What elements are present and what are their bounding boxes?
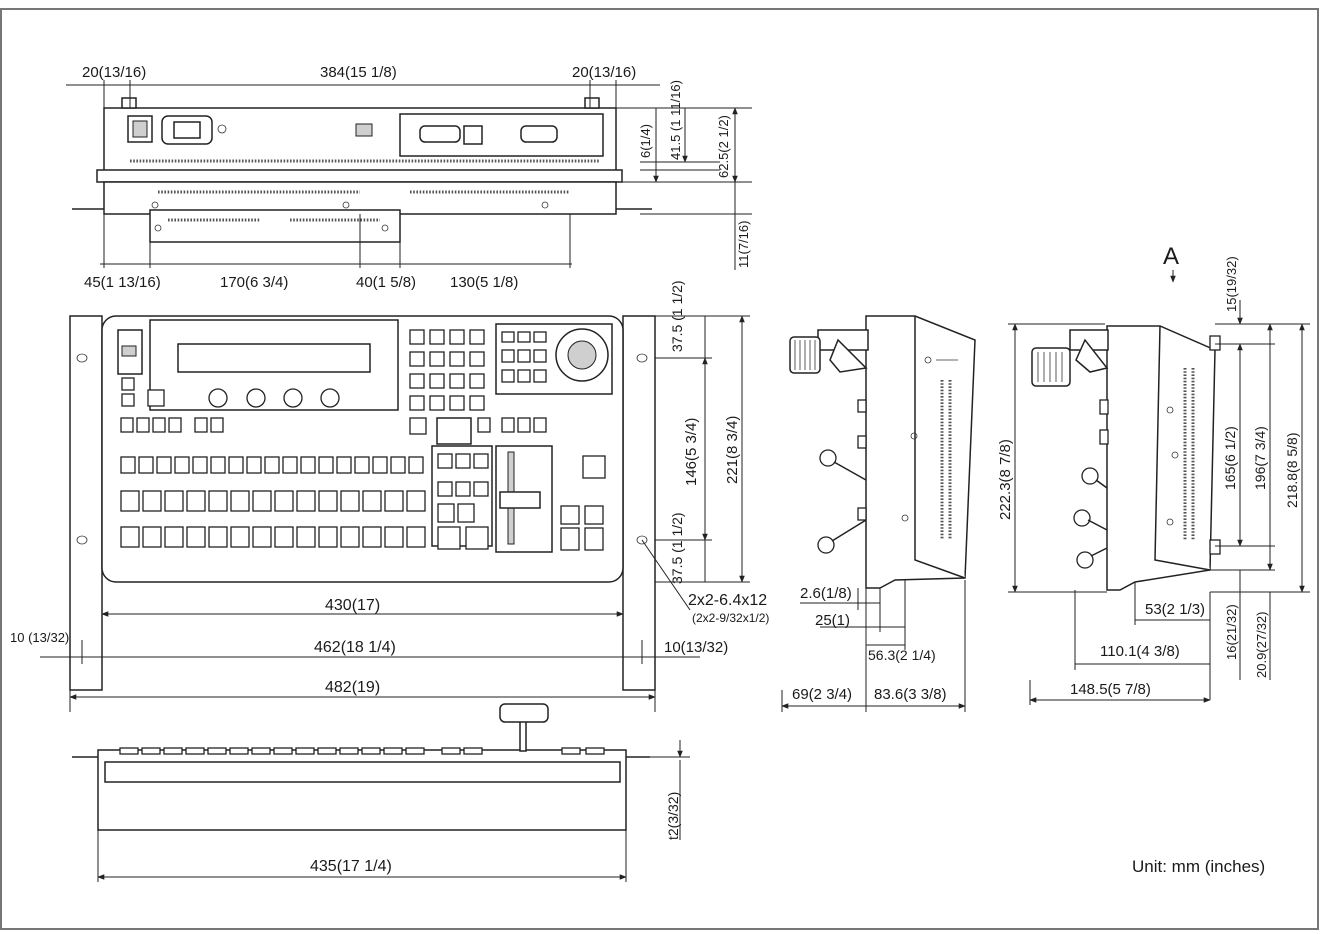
side-view: 2.6(1/8) 25(1) 56.3(2 1/4) 69(2 3/4) 83.…	[781, 315, 976, 712]
dim-rear-b-45: 45(1 13/16)	[84, 274, 161, 291]
dim-a-d53: 53(2 1/3)	[1145, 601, 1205, 618]
dim-a-d1101: 110.1(4 3/8)	[1100, 643, 1180, 660]
small-key-row	[120, 417, 224, 433]
bus-row-3	[120, 526, 426, 548]
top-view: 37.5 (1 1/2) 146(5 3/4) 221(8 3/4) 37.5 …	[10, 280, 769, 712]
dim-front-t2: t2(3/32)	[665, 792, 681, 840]
dim-a-h165: 165(6 1/2)	[1222, 426, 1238, 490]
dim-side-d26: 2.6(1/8)	[800, 585, 852, 602]
dim-a-d209: 20.9(27/32)	[1254, 612, 1269, 679]
dim-top-w430: 430(17)	[325, 597, 380, 614]
dim-top-r221: 221(8 3/4)	[724, 416, 741, 484]
dim-rear-h-41: 41.5 (1 11/16)	[668, 80, 683, 160]
dim-side-d836: 83.6(3 3/8)	[874, 686, 947, 703]
dim-hole-spec-in: (2x2-9/32x1/2)	[692, 611, 769, 625]
unit-note: Unit: mm (inches)	[1132, 857, 1265, 876]
keypad-grid	[409, 329, 547, 445]
dim-a-h15: 15(19/32)	[1224, 256, 1239, 312]
rear-view: 20(13/16) 384(15 1/8) 20(13/16) 6(1/4) 4…	[66, 64, 752, 291]
bus-row-1	[120, 456, 424, 474]
dim-top-r37a: 37.5 (1 1/2)	[669, 280, 685, 352]
dim-rear-left-margin: 20(13/16)	[82, 64, 146, 81]
front-keycaps	[119, 747, 605, 755]
dim-top-r37b: 37.5 (1 1/2)	[669, 512, 685, 584]
dim-front-w435: 435(17 1/4)	[310, 858, 392, 875]
dim-top-right10: 10(13/32)	[664, 639, 728, 656]
dim-side-d25: 25(1)	[815, 612, 850, 629]
dim-top-w462: 462(18 1/4)	[314, 639, 396, 656]
dim-rear-width: 384(15 1/8)	[320, 64, 397, 81]
dim-rear-b-170: 170(6 3/4)	[220, 274, 288, 291]
dim-side-d56: 56.3(2 1/4)	[868, 647, 936, 663]
dim-top-w482: 482(19)	[325, 679, 380, 696]
bus-row-2	[120, 490, 426, 512]
dim-top-left10: 10 (13/32)	[10, 630, 69, 645]
front-view: 435(17 1/4) t2(3/32)	[72, 703, 690, 882]
dim-rear-h-62: 62.5(2 1/2)	[716, 115, 731, 178]
side-view-a: A	[997, 243, 1310, 705]
dim-rear-right-margin: 20(13/16)	[572, 64, 636, 81]
dim-a-h2223: 222.3(8 7/8)	[997, 439, 1014, 520]
dim-side-d69: 69(2 3/4)	[792, 686, 852, 703]
dim-a-d16: 16(21/32)	[1224, 604, 1239, 660]
dim-top-r146: 146(5 3/4)	[683, 418, 700, 486]
dim-hole-spec: 2x2-6.4x12	[688, 592, 767, 609]
dim-a-h196: 196(7 3/4)	[1252, 426, 1268, 490]
dim-a-h2188: 218.8(8 5/8)	[1284, 433, 1300, 509]
drawing-frame	[0, 8, 1319, 930]
dim-rear-h-11: 11(7/16)	[736, 221, 751, 268]
dim-rear-b-40: 40(1 5/8)	[356, 274, 416, 291]
dim-rear-b-130: 130(5 1/8)	[450, 274, 518, 291]
dim-a-d1485: 148.5(5 7/8)	[1070, 681, 1151, 698]
dim-rear-h-6: 6(1/4)	[638, 124, 653, 158]
view-label-a: A	[1163, 243, 1179, 270]
